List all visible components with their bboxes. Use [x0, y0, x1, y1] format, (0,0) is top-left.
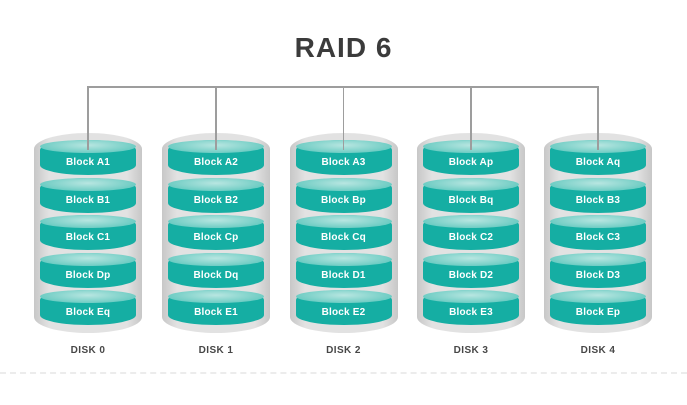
block-label: Block C2 [448, 232, 494, 244]
disk-block: Block E3 [423, 290, 519, 326]
disk-block: Block D1 [295, 252, 392, 288]
disk-block: Block Ep [550, 290, 646, 326]
disk-2: Block A3 Block Bp Block Cq Block D1 Bloc… [289, 133, 398, 356]
disk-label: DISK 4 [580, 345, 616, 356]
disk-block: Block E2 [295, 290, 392, 326]
disk-block: Block Cq [295, 215, 392, 251]
disk-block: Block A1 [40, 140, 136, 175]
block-label: Block Ep [575, 307, 621, 319]
disk-block: Block Dp [40, 252, 136, 288]
block-label: Block Dq [193, 269, 239, 281]
disk-label: DISK 2 [326, 345, 361, 356]
disk-4: Block Aq Block B3 Block C3 Block D3 Bloc… [544, 133, 652, 356]
block-label: Block Cq [321, 232, 366, 244]
disk-label: DISK 1 [198, 345, 234, 356]
disk-block: Block Bp [295, 177, 392, 213]
disk-block: Block C3 [550, 215, 646, 251]
disk-block: Block C2 [423, 215, 519, 251]
block-label: Block E3 [449, 307, 493, 319]
block-label: Block A3 [321, 157, 366, 168]
block-label: Block B3 [575, 194, 621, 206]
block-label: Block Ap [448, 157, 494, 168]
disk-0-cylinder: Block A1 Block B1 Block C1 Block Dp Bloc… [34, 133, 142, 333]
block-label: Block C3 [575, 232, 621, 244]
disk-1-cylinder: Block A2 Block B2 Block Cp Block Dq Bloc… [162, 133, 270, 333]
disk-label: DISK 3 [453, 345, 489, 356]
disk-2-cylinder: Block A3 Block Bp Block Cq Block D1 Bloc… [289, 133, 398, 333]
disk-0: Block A1 Block B1 Block C1 Block Dp Bloc… [34, 133, 142, 356]
block-label: Block B2 [193, 194, 239, 206]
block-label: Block B1 [65, 194, 111, 206]
disk-3-cylinder: Block Ap Block Bq Block C2 Block D2 Bloc… [417, 133, 525, 333]
disk-block: Block C1 [40, 215, 136, 251]
connector-drop-line-3 [470, 86, 472, 150]
disk-block: Block E1 [168, 290, 264, 326]
disk-1: Block A2 Block B2 Block Cp Block Dq Bloc… [162, 133, 270, 356]
disk-block: Block B2 [168, 177, 264, 213]
block-label: Block D3 [575, 269, 621, 281]
block-label: Block E2 [321, 307, 366, 319]
disk-block: Block Bq [423, 177, 519, 213]
connector-drop-line-1 [215, 86, 217, 150]
bottom-divider [0, 372, 687, 374]
block-label: Block D1 [321, 269, 366, 281]
block-label: Block A2 [193, 157, 239, 168]
block-label: Block Cp [193, 232, 239, 244]
connector-drop-line-4 [597, 86, 599, 150]
block-label: Block D2 [448, 269, 494, 281]
block-label: Block E1 [194, 307, 238, 319]
block-label: Block Bp [321, 194, 366, 206]
disk-3: Block Ap Block Bq Block C2 Block D2 Bloc… [417, 133, 525, 356]
disk-block: Block B1 [40, 177, 136, 213]
disk-block: Block Cp [168, 215, 264, 251]
disk-block: Block B3 [550, 177, 646, 213]
disk-block: Block D3 [550, 252, 646, 288]
block-label: Block Dp [65, 269, 111, 281]
disk-block: Block D2 [423, 252, 519, 288]
disk-4-cylinder: Block Aq Block B3 Block C3 Block D3 Bloc… [544, 133, 652, 333]
connector-drop-line-0 [87, 86, 89, 150]
disk-block: Block Eq [40, 290, 136, 326]
diagram-title: RAID 6 [294, 32, 393, 63]
block-label: Block Bq [448, 194, 494, 206]
block-label: Block C1 [65, 232, 111, 244]
disk-label: DISK 0 [70, 345, 106, 356]
connector-drop-line-2 [342, 86, 345, 150]
block-label: Block Aq [575, 157, 621, 168]
block-label: Block A1 [65, 157, 111, 168]
block-label: Block Eq [65, 307, 111, 319]
disk-block: Block Dq [168, 252, 264, 288]
